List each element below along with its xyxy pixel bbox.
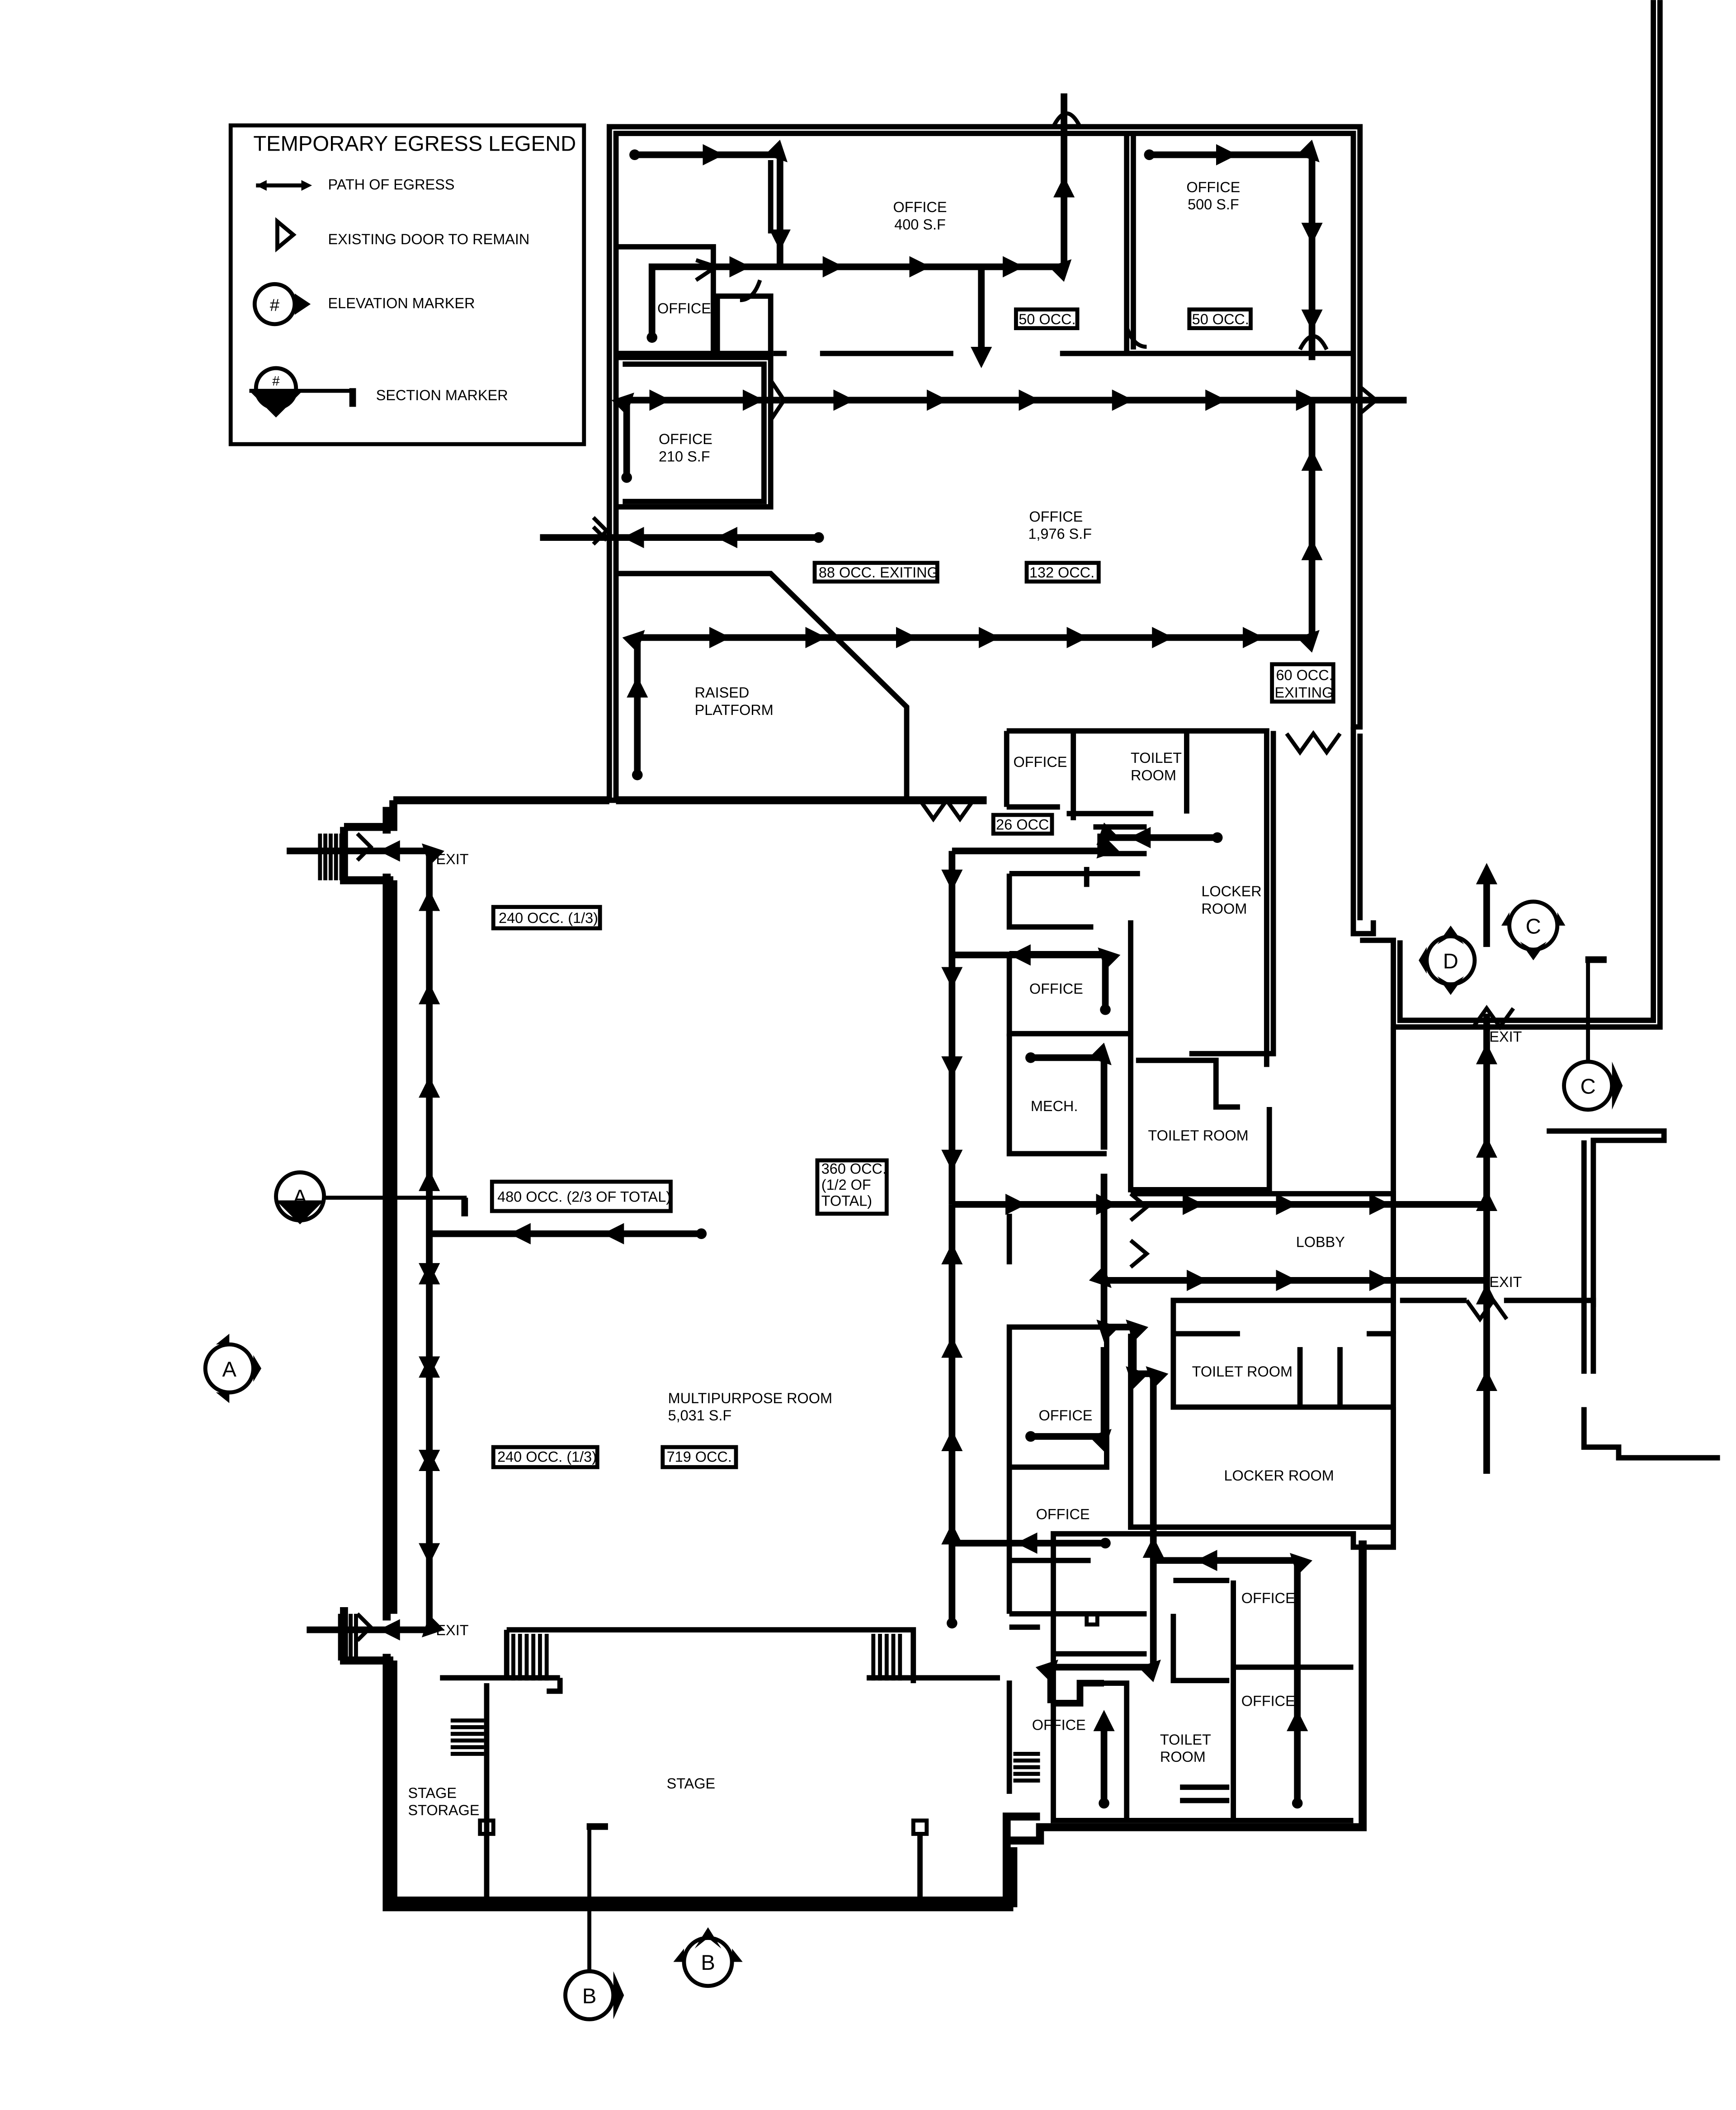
- room-label-raised-platform: RAISED: [695, 685, 750, 701]
- room-label-office-s: OFFICE: [1032, 1717, 1086, 1733]
- exit-west-bottom: EXIT: [436, 1622, 468, 1638]
- room-label-office-500-area: 500 S.F: [1188, 196, 1239, 213]
- elevation-marker-d: D: [1419, 925, 1477, 995]
- room-label-stage-storage-2: STORAGE: [408, 1802, 479, 1818]
- room-label-raised-platform-2: PLATFORM: [695, 702, 774, 718]
- occ-50-b: 50 OCC.: [1192, 311, 1249, 327]
- elevation-marker-icon: #: [252, 282, 311, 326]
- room-label-toilet-top: TOILET: [1131, 750, 1182, 766]
- occ-719: 719 OCC.: [667, 1449, 732, 1465]
- room-label-office-se-1: OFFICE: [1241, 1590, 1295, 1606]
- exit-labels: EXIT EXIT EXIT EXIT: [436, 851, 1522, 1638]
- section-marker-a: A: [274, 1170, 468, 1225]
- elevation-marker-b-south: B: [673, 1927, 743, 1988]
- room-label-office-mid: OFFICE: [1013, 754, 1067, 770]
- room-label-locker-top: LOCKER: [1201, 883, 1261, 899]
- stairs: [318, 833, 1099, 1836]
- room-label-office-210: OFFICE: [659, 431, 712, 447]
- room-label-toilet-east: TOILET ROOM: [1148, 1127, 1248, 1144]
- room-label-multipurpose-area: 5,031 S.F: [668, 1407, 732, 1424]
- exit-east-top: EXIT: [1489, 1029, 1522, 1045]
- elevation-marker-c-north: C: [1501, 899, 1566, 960]
- svg-text:A: A: [222, 1357, 237, 1381]
- room-label-office-1976-area: 1,976 S.F: [1028, 526, 1092, 542]
- occ-360-2: (1/2 OF: [821, 1177, 871, 1193]
- room-labels: OFFICE 400 S.F OFFICE 500 S.F OFFICE OFF…: [408, 179, 1344, 1818]
- door-symbols: [356, 111, 1515, 1642]
- svg-text:B: B: [701, 1950, 715, 1974]
- occ-60-2: EXITING: [1275, 685, 1334, 701]
- svg-text:#: #: [270, 295, 280, 315]
- section-marker-b: B: [563, 1823, 624, 2021]
- exit-west-top: EXIT: [436, 851, 468, 867]
- room-label-office-east-1: OFFICE: [1029, 980, 1083, 997]
- egress-path-arrow-icon: [256, 180, 312, 191]
- legend-label-door: EXISTING DOOR TO REMAIN: [328, 231, 530, 247]
- elevation-marker-a-west: A: [203, 1334, 262, 1403]
- room-label-stage-storage: STAGE: [408, 1785, 457, 1801]
- exit-east-lobby: EXIT: [1489, 1274, 1522, 1290]
- room-label-toilet-top-2: ROOM: [1131, 767, 1176, 783]
- legend-label-elevation: ELEVATION MARKER: [328, 295, 475, 311]
- door-swing-icon: [275, 217, 297, 253]
- room-label-office-east-3: OFFICE: [1036, 1506, 1090, 1522]
- svg-text:####: ####: [261, 391, 291, 406]
- occ-480: 480 OCC. (2/3 OF TOTAL): [497, 1188, 671, 1205]
- room-label-stage: STAGE: [667, 1775, 716, 1792]
- occ-60: 60 OCC.: [1276, 667, 1333, 683]
- room-label-office-400: OFFICE: [893, 199, 947, 215]
- occ-360-3: TOTAL): [821, 1192, 872, 1209]
- room-label-office-1976: OFFICE: [1029, 508, 1083, 525]
- room-label-toilet-s-2: ROOM: [1160, 1749, 1206, 1765]
- room-label-office-east-2: OFFICE: [1039, 1407, 1093, 1424]
- svg-text:C: C: [1526, 914, 1541, 938]
- svg-text:D: D: [1443, 949, 1458, 973]
- room-label-office-400-area: 400 S.F: [894, 216, 946, 232]
- svg-text:A: A: [293, 1185, 307, 1209]
- room-label-lobby: LOBBY: [1296, 1234, 1345, 1250]
- legend: TEMPORARY EGRESS LEGEND PATH OF EGRESS E…: [228, 123, 586, 446]
- legend-title: TEMPORARY EGRESS LEGEND: [253, 131, 576, 155]
- occ-50-a: 50 OCC.: [1019, 311, 1076, 327]
- room-label-locker-top-2: ROOM: [1201, 900, 1247, 917]
- occ-240-bottom: 240 OCC. (1/3): [497, 1449, 597, 1465]
- legend-label-section: SECTION MARKER: [376, 387, 508, 403]
- occupancy-labels: 50 OCC. 50 OCC. 88 OCC. EXITING 132 OCC.…: [490, 307, 1335, 1469]
- room-label-toilet-s: TOILET: [1160, 1732, 1211, 1748]
- svg-text:C: C: [1580, 1074, 1596, 1098]
- room-label-office-se-2: OFFICE: [1241, 1693, 1295, 1709]
- room-label-office-210-area: 210 S.F: [659, 449, 710, 465]
- section-marker-icon: # ####: [249, 366, 356, 418]
- svg-text:#: #: [272, 374, 280, 388]
- markers: A A B B C: [203, 899, 1623, 2021]
- occ-26: 26 OCC.: [996, 817, 1053, 833]
- legend-label-path: PATH OF EGRESS: [328, 176, 455, 193]
- section-marker-c: C: [1562, 956, 1623, 1112]
- room-label-locker-lower: LOCKER ROOM: [1224, 1467, 1334, 1484]
- room-label-toilet-lower: TOILET ROOM: [1192, 1363, 1293, 1380]
- room-label-multipurpose: MULTIPURPOSE ROOM: [668, 1390, 832, 1406]
- room-label-mech: MECH.: [1031, 1098, 1078, 1114]
- occ-132: 132 OCC.: [1029, 564, 1094, 581]
- room-label-office-500: OFFICE: [1186, 179, 1240, 195]
- room-label-office-nw: OFFICE: [657, 300, 711, 317]
- egress-paths: [287, 93, 1498, 1809]
- occ-88: 88 OCC. EXITING: [819, 564, 939, 581]
- occ-240-top: 240 OCC. (1/3): [499, 910, 598, 926]
- occ-360: 360 OCC.: [821, 1160, 887, 1177]
- svg-text:B: B: [582, 1984, 596, 2008]
